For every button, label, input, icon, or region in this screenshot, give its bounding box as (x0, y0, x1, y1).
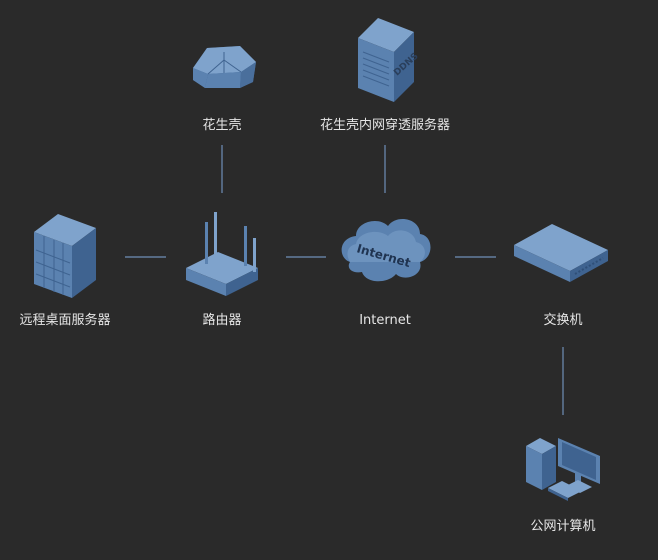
switch-label: 交换机 (543, 313, 583, 328)
router-label: 路由器 (202, 313, 242, 328)
ddns-server-label: 花生壳内网穿透服务器 (319, 118, 451, 133)
public-computer-label: 公网计算机 (530, 519, 596, 534)
ddns-server-icon: DDNS (358, 18, 421, 102)
remote-desktop-server-label: 远程桌面服务器 (19, 313, 111, 328)
peanut-shell-label: 花生壳 (202, 118, 242, 133)
server-cabinet-icon (34, 214, 96, 298)
desktop-computer-icon (526, 438, 600, 501)
network-switch-icon (514, 224, 608, 282)
internet-label: Internet (359, 313, 411, 328)
cloud-icon: Internet (341, 219, 431, 282)
router-icon (186, 212, 258, 296)
peanut-shell-device-icon (193, 46, 256, 88)
